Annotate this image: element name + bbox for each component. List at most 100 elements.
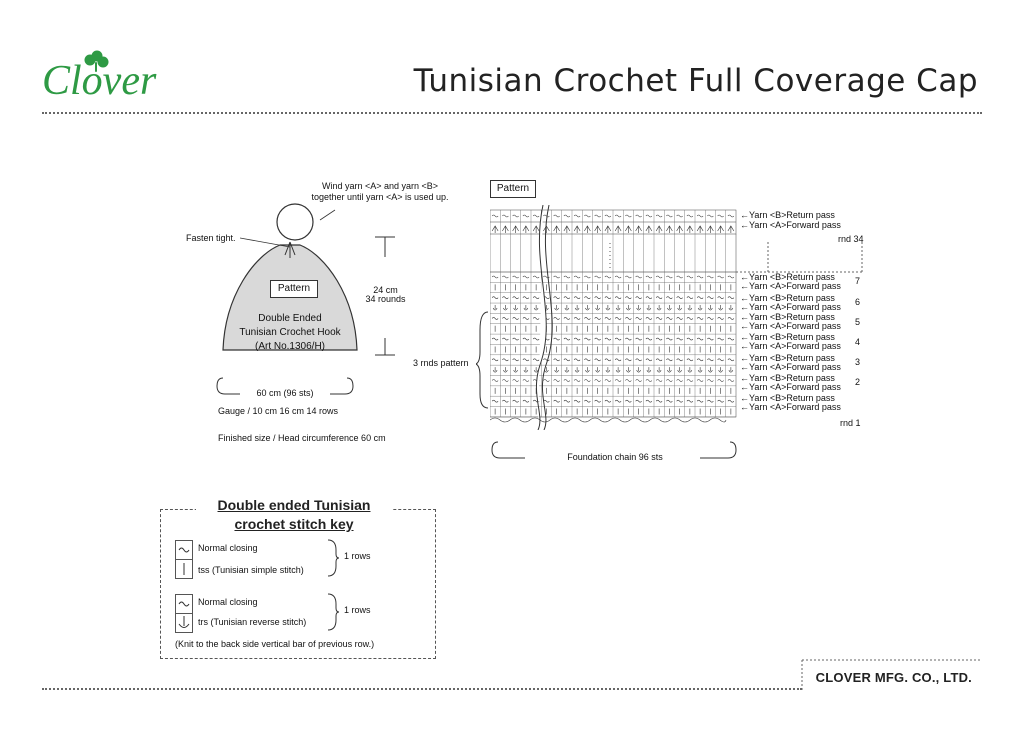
header-divider xyxy=(42,112,982,114)
trs-mark xyxy=(574,367,580,373)
trs-mark xyxy=(636,305,641,311)
closing-mark xyxy=(594,317,601,320)
closing-mark xyxy=(696,337,704,341)
trs-mark xyxy=(708,305,713,311)
closing-mark xyxy=(717,399,724,403)
top-decrease-mark xyxy=(645,225,653,233)
trs-mark xyxy=(626,305,631,311)
row5-forward: ←Yarn <A>Forward pass xyxy=(740,321,841,331)
closing-mark xyxy=(563,317,571,320)
top-decrease-mark xyxy=(727,225,735,233)
closing-mark xyxy=(502,317,509,320)
trs-mark xyxy=(605,367,611,373)
trs-mark xyxy=(677,305,682,311)
row1-return: ←Yarn <B>Return pass xyxy=(740,393,835,403)
trs-mark xyxy=(564,305,570,311)
closing-mark xyxy=(625,296,632,299)
closing-mark xyxy=(614,275,622,279)
chart-pattern-label: Pattern xyxy=(490,180,536,198)
row4-forward: ←Yarn <A>Forward pass xyxy=(740,341,841,351)
closing-mark xyxy=(553,337,560,341)
closing-mark xyxy=(635,399,642,403)
tss-icon xyxy=(175,559,193,579)
page-title: Tunisian Crochet Full Coverage Cap xyxy=(413,63,978,99)
row1-forward: ←Yarn <A>Forward pass xyxy=(740,402,841,412)
closing-mark xyxy=(635,317,642,320)
closing-mark xyxy=(512,337,519,341)
closing-mark xyxy=(604,317,612,320)
closing-mark xyxy=(584,399,591,403)
closing-mark xyxy=(686,275,694,279)
trs-mark xyxy=(667,305,672,311)
row5-return: ←Yarn <B>Return pass xyxy=(740,312,835,322)
row2-forward: ←Yarn <A>Forward pass xyxy=(740,382,841,392)
closing-mark xyxy=(491,399,499,403)
closing-mark xyxy=(563,399,571,403)
top-decrease-mark xyxy=(676,225,683,233)
closing-mark xyxy=(553,379,560,382)
closing-mark xyxy=(594,337,601,341)
closing-mark xyxy=(635,337,642,341)
trs-mark xyxy=(595,367,600,373)
normal-closing-icon-2 xyxy=(175,594,193,614)
closing-mark xyxy=(491,379,499,382)
closing-mark xyxy=(614,399,622,403)
top-decrease-mark xyxy=(594,225,601,233)
closing-mark xyxy=(563,275,571,279)
closing-mark xyxy=(645,275,653,279)
closing-mark xyxy=(594,399,601,403)
height-cm: 24 cm xyxy=(373,285,398,295)
closing-mark xyxy=(625,358,632,362)
closing-mark xyxy=(645,337,653,341)
leader-lines xyxy=(240,209,336,248)
closing-mark xyxy=(707,358,714,362)
closing-mark xyxy=(584,379,591,382)
trs-mark xyxy=(697,367,703,373)
row3-forward: ←Yarn <A>Forward pass xyxy=(740,362,841,372)
top-closing-mark xyxy=(543,214,550,218)
closing-mark xyxy=(686,317,694,320)
top-decrease-mark xyxy=(707,225,714,233)
trs-mark xyxy=(513,367,518,373)
closing-mark xyxy=(635,275,642,279)
trs-mark xyxy=(687,367,693,373)
closing-mark xyxy=(573,317,581,320)
closing-mark xyxy=(502,358,509,362)
footer-divider xyxy=(42,688,802,690)
closing-mark xyxy=(676,275,683,279)
closing-mark xyxy=(727,379,735,382)
top-decrease-mark xyxy=(491,225,499,233)
foundation-label: Foundation chain 96 sts xyxy=(567,452,663,462)
closing-mark xyxy=(502,296,509,299)
top-closing-mark xyxy=(655,214,663,218)
closing-mark xyxy=(655,296,663,299)
closing-mark xyxy=(512,317,519,320)
top-closing-mark xyxy=(635,214,642,218)
closing-mark xyxy=(584,296,591,299)
closing-mark xyxy=(635,379,642,382)
top-decrease-mark xyxy=(522,225,530,233)
closing-mark xyxy=(563,296,571,299)
width-label: 60 cm (96 sts) xyxy=(256,388,314,398)
rnd-1-label: rnd 1 xyxy=(840,418,861,428)
closing-mark xyxy=(563,379,571,382)
trs-mark xyxy=(554,367,559,373)
trs-mark xyxy=(728,367,734,373)
trs-mark xyxy=(697,305,703,311)
closing-mark xyxy=(532,358,540,362)
trs-mark xyxy=(503,305,508,311)
closing-mark xyxy=(604,296,612,299)
top-closing-mark xyxy=(502,214,509,218)
closing-mark xyxy=(727,358,735,362)
trs-mark xyxy=(492,305,498,311)
top-decrease-mark xyxy=(625,225,632,233)
gauge: Gauge / 10 cm 16 cm 14 rows xyxy=(218,406,339,416)
closing-mark xyxy=(666,296,673,299)
closing-mark xyxy=(604,399,612,403)
closing-mark xyxy=(696,399,704,403)
closing-mark xyxy=(573,358,581,362)
height-dimension xyxy=(375,236,395,356)
trs-mark xyxy=(718,367,723,373)
closing-mark xyxy=(553,296,560,299)
top-closing-mark xyxy=(532,214,540,218)
